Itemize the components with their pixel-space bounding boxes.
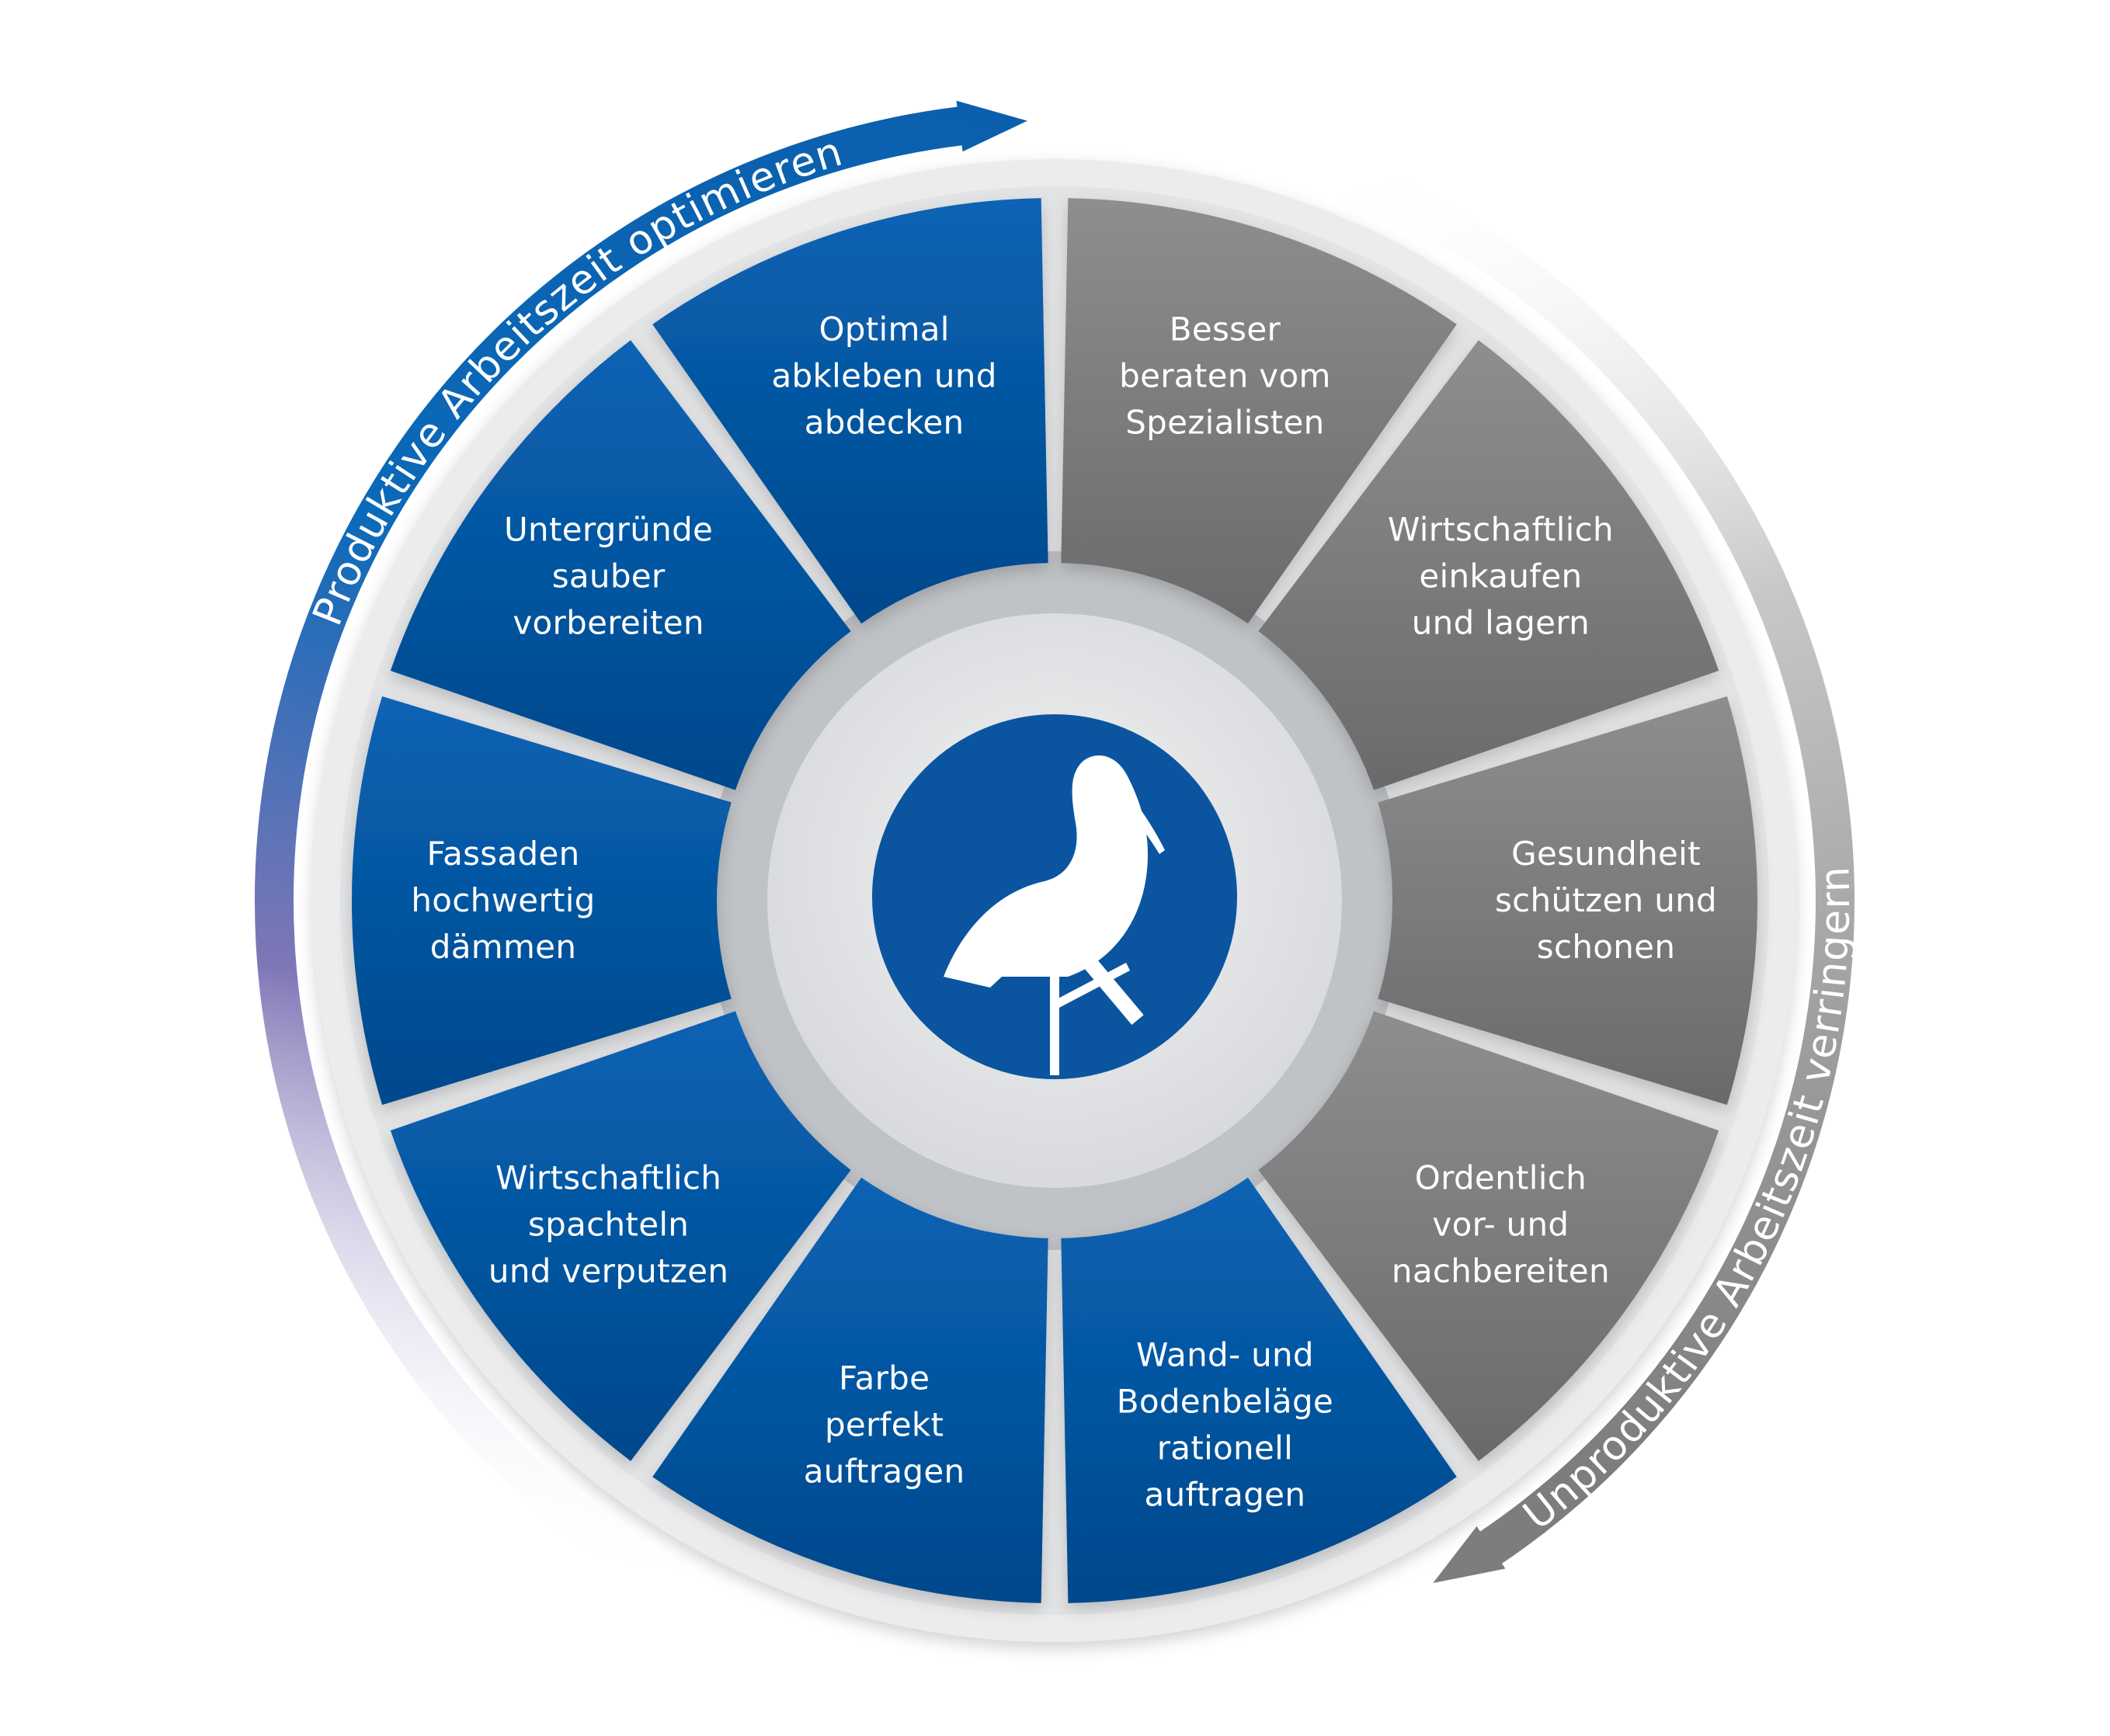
segment-shape: [652, 198, 1048, 624]
segment-label-line: Spezialisten: [1125, 404, 1324, 442]
segment-label-line: beraten vom: [1119, 357, 1331, 395]
segment-label-line: abdecken: [805, 404, 965, 442]
segment-label-line: Gesundheit: [1511, 835, 1701, 873]
segment-label: Farbe perfekt auftragen: [804, 1359, 965, 1490]
segment-label-line: nachbereiten: [1392, 1252, 1610, 1290]
segment-label-line: sauber: [552, 557, 666, 595]
segment-label-line: Optimal: [819, 311, 949, 349]
segment-shape: [1258, 1011, 1719, 1461]
segment-abkleben: Optimal abkleben und abdecken: [652, 198, 1048, 624]
segment-label: Untergründe sauber vorbereiten: [504, 511, 713, 642]
segment-label-line: und verputzen: [488, 1252, 728, 1290]
segment-shape: [1061, 1177, 1457, 1603]
segment-label-line: auftragen: [1145, 1475, 1306, 1513]
segment-label: Wirtschaftlich spachteln und verputzen: [488, 1158, 728, 1290]
segment-label-line: Besser: [1170, 311, 1281, 349]
segment-shape: [652, 1177, 1048, 1603]
segment-ordentlich: Ordentlich vor- und nachbereiten: [1258, 1011, 1719, 1461]
segment-label-line: spachteln: [528, 1205, 689, 1243]
segment-label-line: Wirtschaftlich: [495, 1158, 721, 1196]
segment-label-line: Wirtschaftlich: [1388, 511, 1614, 549]
segment-label-line: einkaufen: [1419, 557, 1582, 595]
segment-label: Optimal abkleben und abdecken: [771, 311, 996, 442]
segment-farbe: Farbe perfekt auftragen: [652, 1177, 1048, 1603]
segment-label-line: hochwertig: [411, 881, 595, 919]
unproductive-arrow: [1340, 159, 1855, 1583]
segment-label-line: Untergründe: [504, 511, 713, 549]
segment-untergruende: Untergründe sauber vorbereiten: [390, 340, 851, 790]
segment-shape: [390, 340, 851, 790]
segment-label-line: perfekt: [825, 1405, 944, 1443]
segment-shape: [1258, 340, 1719, 790]
segment-label-line: rationell: [1157, 1429, 1293, 1467]
segment-shape: [352, 696, 732, 1106]
segment-label-line: Farbe: [839, 1359, 930, 1397]
segment-shape: [1378, 696, 1757, 1106]
segment-gesundheit: Gesundheit schützen und schonen: [1378, 696, 1757, 1106]
segment-label: Gesundheit schützen und schonen: [1495, 835, 1717, 966]
segment-label-line: auftragen: [804, 1452, 965, 1490]
segment-shape: [1061, 198, 1457, 624]
segment-label-line: abkleben und: [771, 357, 996, 395]
segment-label: Fassaden hochwertig dämmen: [411, 835, 595, 966]
segment-shape: [390, 1011, 851, 1461]
segment-spachteln: Wirtschaftlich spachteln und verputzen: [390, 1011, 851, 1461]
stork-with-brush-icon: [944, 755, 1165, 1075]
segment-label-line: Wand- und: [1136, 1335, 1314, 1373]
segment-label-line: vor- und: [1432, 1205, 1569, 1243]
segment-label-line: Bodenbeläge: [1117, 1382, 1333, 1420]
segment-label-line: Ordentlich: [1415, 1158, 1587, 1196]
segment-label-line: schonen: [1537, 928, 1675, 966]
segment-label-line: Fassaden: [426, 835, 579, 873]
segment-label: Wirtschaftlich einkaufen und lagern: [1388, 511, 1614, 642]
segment-label-line: vorbereiten: [513, 604, 704, 642]
segment-label-line: schützen und: [1495, 881, 1717, 919]
segment-label: Ordentlich vor- und nachbereiten: [1392, 1158, 1610, 1290]
segment-wirtschaftlich-einkaufen: Wirtschaftlich einkaufen und lagern: [1258, 340, 1719, 790]
segment-fassaden: Fassaden hochwertig dämmen: [352, 696, 732, 1106]
segment-label-line: und lagern: [1412, 604, 1590, 642]
segment-label-line: dämmen: [430, 928, 576, 966]
